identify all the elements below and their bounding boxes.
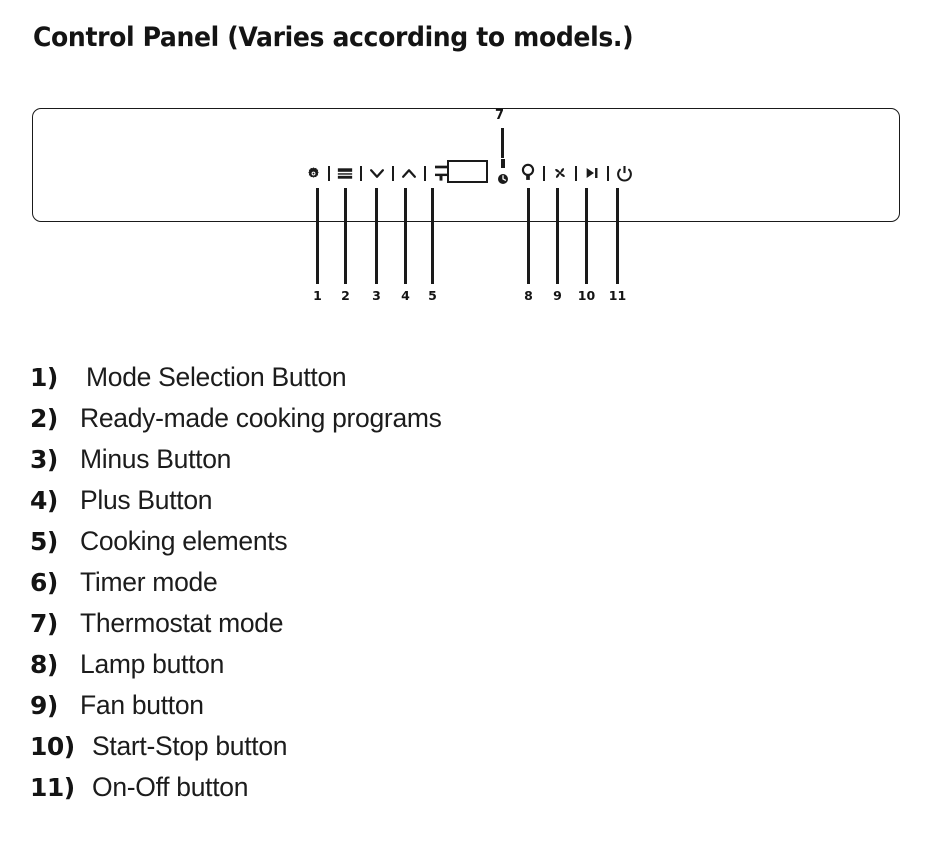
list-item-number: 4) <box>30 486 58 515</box>
on-off-button-icon[interactable] <box>614 160 634 186</box>
list-item-label: Start-Stop button <box>92 731 288 761</box>
list-item: 10) Start-Stop button <box>30 731 650 772</box>
display-window <box>447 160 488 183</box>
callout-stem <box>556 188 559 284</box>
list-item: 8) Lamp button <box>30 649 650 690</box>
callout-stem <box>404 188 407 284</box>
callout-stem <box>431 188 434 284</box>
fan-button-icon[interactable] <box>550 160 570 186</box>
list-item-number: 7) <box>30 609 58 638</box>
list-item-number: 1) <box>30 363 58 392</box>
list-item: 3) Minus Button <box>30 444 650 485</box>
icon-divider <box>355 160 367 186</box>
list-item-number: 10) <box>30 732 75 761</box>
list-item-label: Mode Selection Button <box>86 362 347 392</box>
callout-number: 11 <box>608 288 627 303</box>
list-item-label: Minus Button <box>80 444 232 474</box>
start-stop-button-icon[interactable] <box>582 160 602 186</box>
list-item-number: 6) <box>30 568 58 597</box>
list-item-number: 9) <box>30 691 58 720</box>
callout-label-7: 7 <box>495 108 505 123</box>
callout-stem <box>316 188 319 284</box>
callout-stem <box>585 188 588 284</box>
icon-divider <box>570 160 582 186</box>
callout-number: 4 <box>401 288 410 303</box>
callout-number: 8 <box>524 288 533 303</box>
list-item: 7) Thermostat mode <box>30 608 650 649</box>
list-item-number: 5) <box>30 527 58 556</box>
callout-number: 9 <box>553 288 562 303</box>
callout-stem <box>616 188 619 284</box>
callout-stem <box>344 188 347 284</box>
list-item-number: 8) <box>30 650 58 679</box>
list-item: 1) Mode Selection Button <box>30 362 650 403</box>
icon-divider <box>419 160 431 186</box>
list-item: 2) Ready-made cooking programs <box>30 403 650 444</box>
callout-leader-7 <box>501 128 504 158</box>
icon-strip-right <box>518 160 634 186</box>
icon-divider <box>323 160 335 186</box>
callout-number: 3 <box>372 288 381 303</box>
callout-number: 2 <box>341 288 350 303</box>
lamp-button-icon[interactable] <box>518 160 538 186</box>
list-item: 5) Cooking elements <box>30 526 650 567</box>
callout-stem <box>375 188 378 284</box>
page-title: Control Panel (Varies according to model… <box>33 22 634 53</box>
list-item: 11) On-Off button <box>30 772 650 813</box>
icon-strip <box>303 160 451 186</box>
plus-button-icon[interactable] <box>399 160 419 186</box>
ready-made-programs-icon[interactable] <box>335 160 355 186</box>
list-item: 9) Fan button <box>30 690 650 731</box>
mode-selection-icon[interactable] <box>303 160 323 186</box>
list-item: 4) Plus Button <box>30 485 650 526</box>
icon-divider <box>387 160 399 186</box>
list-item-label: Plus Button <box>80 485 213 515</box>
callout-stem <box>527 188 530 284</box>
icon-divider <box>602 160 614 186</box>
list-item-label: Timer mode <box>80 567 218 597</box>
thermostat-timer-indicator <box>495 158 511 186</box>
control-panel-diagram: 7 <box>0 0 933 330</box>
list-item-label: Fan button <box>80 690 204 720</box>
list-item-number: 2) <box>30 404 58 433</box>
list-item-label: On-Off button <box>92 772 249 802</box>
list-item-number: 3) <box>30 445 58 474</box>
list-item-label: Thermostat mode <box>80 608 284 638</box>
list-item-number: 11) <box>30 773 75 802</box>
cooking-elements-icon[interactable] <box>431 160 451 186</box>
callout-number: 5 <box>428 288 437 303</box>
list-item-label: Lamp button <box>80 649 225 679</box>
minus-button-icon[interactable] <box>367 160 387 186</box>
list-item: 6) Timer mode <box>30 567 650 608</box>
list-item-label: Ready-made cooking programs <box>80 403 442 433</box>
list-item-label: Cooking elements <box>80 526 288 556</box>
legend-list: 1) Mode Selection Button 2) Ready-made c… <box>30 362 650 813</box>
icon-divider <box>538 160 550 186</box>
callout-number: 10 <box>577 288 596 303</box>
callout-number: 1 <box>313 288 322 303</box>
